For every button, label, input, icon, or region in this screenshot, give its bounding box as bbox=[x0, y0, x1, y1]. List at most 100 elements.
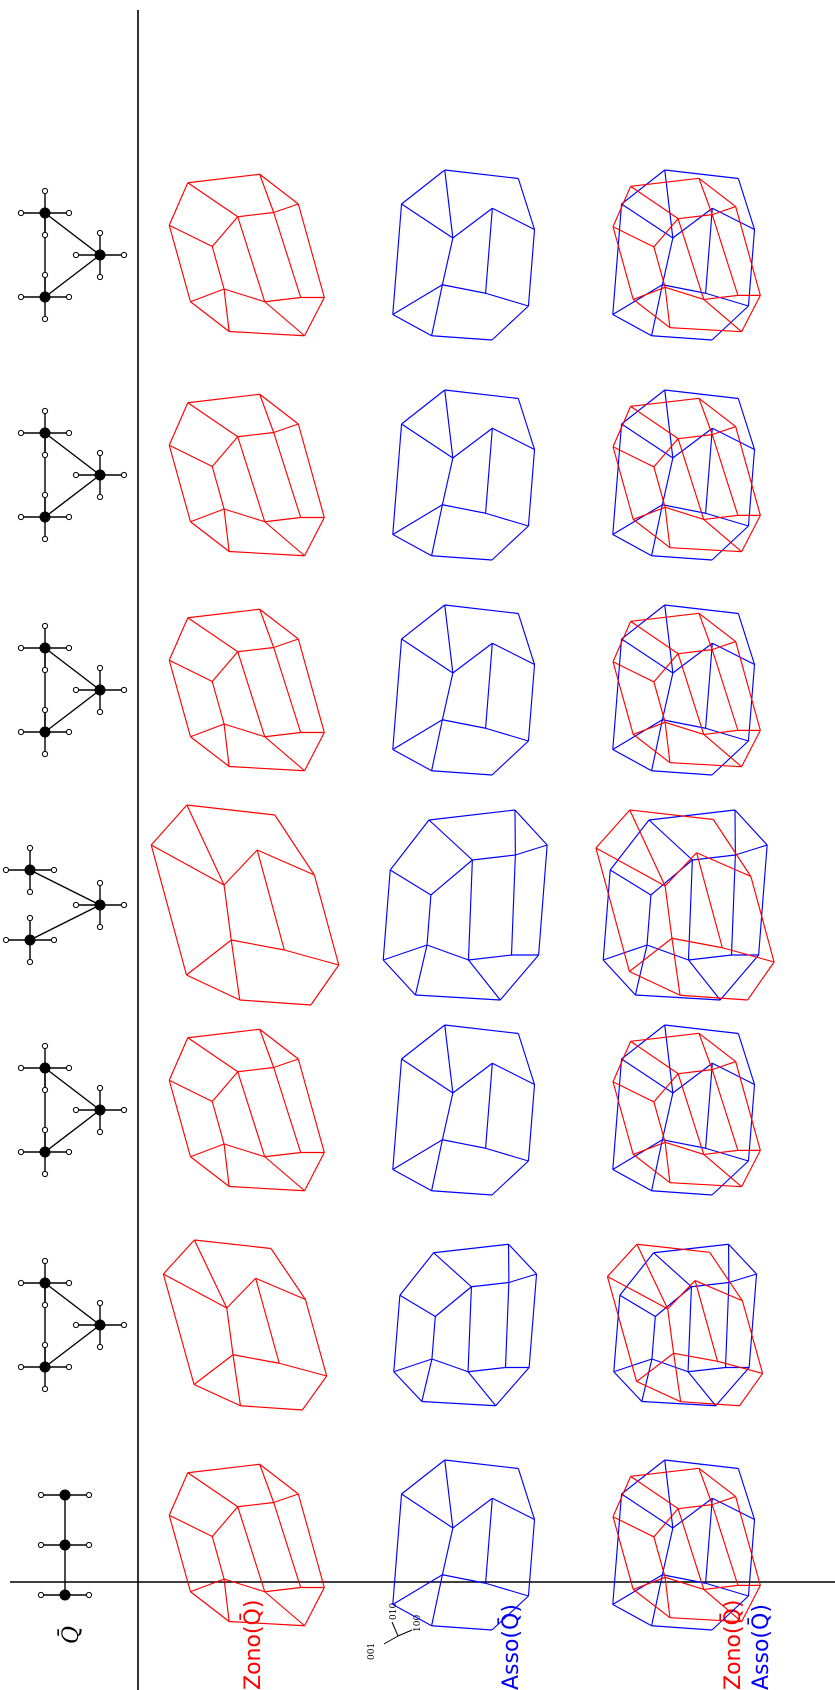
quiver-leaf-node bbox=[42, 492, 47, 497]
overlay-zono-7 bbox=[613, 178, 760, 331]
zonotope-5-edge bbox=[188, 618, 238, 652]
zonotope-7-edge bbox=[190, 289, 224, 302]
associahedron-6-edge bbox=[445, 390, 453, 458]
associahedron-5-edge bbox=[518, 614, 534, 665]
overlay-zono-3-edge bbox=[631, 1041, 678, 1073]
associahedron-5-edge bbox=[432, 771, 492, 775]
quiver-node bbox=[60, 1540, 71, 1551]
quiver-7 bbox=[18, 188, 126, 321]
overlay-zono-3-edge bbox=[736, 1062, 761, 1151]
overlay-zono-1-edge bbox=[654, 1537, 665, 1577]
overlay-zono-7-edge bbox=[665, 287, 670, 327]
quiver-1 bbox=[38, 1490, 91, 1601]
quiver-leaf-node bbox=[42, 667, 47, 672]
associahedron-2-edge bbox=[432, 1359, 468, 1372]
zonotope-2-edge bbox=[227, 1308, 233, 1355]
overlay-asso-3-edge bbox=[613, 1170, 652, 1191]
overlay-asso-1-edge bbox=[652, 1626, 712, 1630]
zonotope-6-edge bbox=[238, 433, 274, 437]
associahedron-4-edge bbox=[515, 845, 547, 855]
zonotope-2-edge bbox=[194, 1355, 233, 1385]
associahedron-3-edge bbox=[432, 1191, 492, 1195]
associahedron-4-edge bbox=[383, 870, 390, 960]
overlay-zono-7-edge bbox=[613, 227, 633, 300]
zonotope-5-edge bbox=[305, 733, 325, 771]
overlay-zono-1-edge bbox=[633, 1589, 670, 1617]
overlay-asso-6-edge bbox=[665, 390, 739, 399]
quiver-leaf-node bbox=[42, 316, 47, 321]
overlay-zono-5-edge bbox=[665, 722, 670, 762]
zonotope-4-edge bbox=[187, 805, 275, 815]
quiver-node bbox=[40, 208, 51, 219]
quiver-leaf-node bbox=[66, 1065, 71, 1070]
overlay-asso-7-edge bbox=[673, 208, 712, 238]
zonotope-6-edge bbox=[229, 552, 304, 556]
associahedron-4-edge bbox=[390, 820, 429, 870]
associahedron-2-edge bbox=[400, 1295, 435, 1316]
associahedron-2-edge bbox=[468, 1368, 505, 1372]
overlay-asso-4-edge bbox=[688, 955, 731, 960]
associahedron-7-edge bbox=[528, 230, 534, 307]
quiver-leaf-node bbox=[97, 450, 102, 455]
quiver-leaf-node bbox=[42, 1258, 47, 1263]
zonotope-6-edge bbox=[224, 509, 265, 522]
overlay-zono-1-edge bbox=[654, 1509, 678, 1537]
overlay-zono-4-edge bbox=[672, 938, 722, 948]
associahedron-5-edge bbox=[402, 639, 453, 673]
overlay-asso-7-edge bbox=[665, 170, 673, 238]
associahedron-2-edge bbox=[434, 1253, 472, 1287]
quiver-arrow bbox=[30, 870, 100, 905]
overlay-zono-4-edge bbox=[596, 848, 665, 886]
zonotope-1-edge bbox=[274, 1494, 299, 1503]
quiver-arrow bbox=[45, 1283, 100, 1325]
quiver-arrow bbox=[45, 213, 100, 255]
associahedron-5-edge bbox=[393, 720, 443, 750]
associahedron-4-edge bbox=[468, 960, 500, 1000]
quiver-3 bbox=[18, 1043, 126, 1176]
overlay-asso-3-edge bbox=[748, 1085, 754, 1162]
quiver-leaf-node bbox=[42, 408, 47, 413]
zonotope-6-edge bbox=[169, 403, 188, 446]
overlay-asso-1-edge bbox=[622, 1460, 665, 1494]
quiver-leaf-node bbox=[18, 514, 23, 519]
associahedron-1-edge bbox=[486, 1583, 529, 1596]
zonotope-1-edge bbox=[169, 1515, 212, 1536]
overlay-asso-7-edge bbox=[662, 238, 672, 285]
quiver-leaf-node bbox=[27, 915, 32, 920]
overlay-asso-3-edge bbox=[665, 1025, 739, 1034]
quiver-leaf-node bbox=[86, 1492, 91, 1497]
zonotope-5-edge bbox=[169, 660, 212, 681]
associahedron-4-edge bbox=[539, 845, 548, 955]
axis-label-001: 001 bbox=[367, 1643, 377, 1660]
zonotope-3-edge bbox=[188, 1029, 260, 1038]
overlay-asso-2-edge bbox=[655, 1287, 691, 1317]
associahedron-4-edge bbox=[427, 945, 468, 960]
overlay-zono-1-edge bbox=[631, 1468, 699, 1476]
overlay-4 bbox=[596, 810, 774, 1000]
associahedron-4-edge bbox=[415, 945, 427, 995]
associahedron-7-edge bbox=[432, 285, 443, 336]
zonotope-3-edge bbox=[238, 1068, 274, 1072]
quiver-leaf-node bbox=[73, 902, 78, 907]
zonotope-1-edge bbox=[224, 1579, 229, 1622]
overlay-asso-4-edge bbox=[610, 820, 649, 870]
overlay-zono-3-edge bbox=[678, 1074, 704, 1155]
overlay-asso-5-edge bbox=[738, 614, 754, 665]
quiver-leaf-node bbox=[18, 729, 23, 734]
overlay-asso-1-edge bbox=[613, 1575, 663, 1605]
overlay-zono-4-edge bbox=[672, 938, 680, 995]
associahedron-2-edge bbox=[509, 1244, 537, 1274]
overlay-zono-3-edge bbox=[633, 1154, 670, 1182]
overlay-asso-7-edge bbox=[665, 170, 739, 179]
associahedron-7-edge bbox=[402, 170, 445, 204]
overlay-asso-6-edge bbox=[706, 428, 713, 513]
overlay-asso-7-edge bbox=[706, 208, 713, 293]
overlay-asso-1-edge bbox=[665, 1460, 673, 1528]
overlay-asso-2-edge bbox=[654, 1244, 729, 1253]
overlay-asso-label: Asso(Q̄) bbox=[748, 1604, 774, 1690]
overlay-asso-7 bbox=[613, 170, 755, 340]
zonotope-1-edge bbox=[190, 1579, 224, 1592]
zonotope-4-edge bbox=[231, 940, 284, 950]
overlay-asso-6-edge bbox=[665, 390, 673, 458]
zonotope-5-edge bbox=[274, 648, 301, 733]
